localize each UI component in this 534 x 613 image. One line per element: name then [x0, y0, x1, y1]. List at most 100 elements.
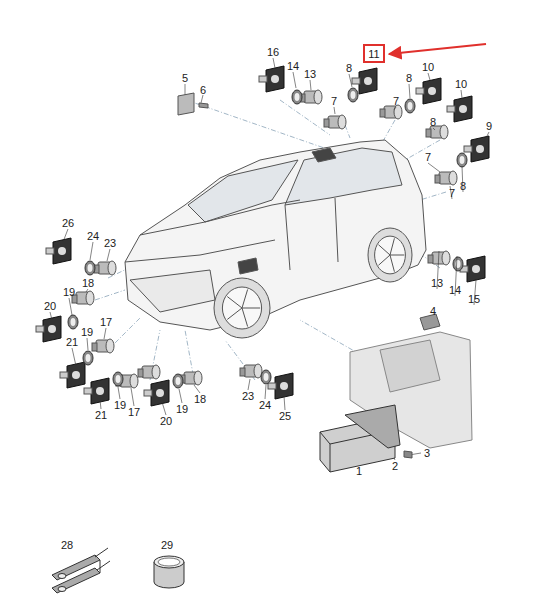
callout-leader	[162, 402, 166, 415]
callout-leader	[72, 348, 76, 366]
callout-number: 1	[356, 466, 362, 477]
callout-leader	[131, 388, 134, 406]
callout-number: 2	[392, 461, 398, 472]
sensor-bracket	[460, 256, 485, 282]
callout-number: 8	[346, 63, 352, 74]
callout-leader	[265, 385, 266, 399]
callout-number: 13	[304, 69, 316, 80]
callout-leader	[86, 289, 88, 292]
callout-number: 18	[82, 278, 94, 289]
parking-sensor	[92, 339, 114, 353]
callout-number: 13	[431, 278, 443, 289]
callout-number: 23	[242, 391, 254, 402]
parking-sensor	[72, 291, 94, 305]
leader-line	[420, 192, 446, 200]
callout-number: 20	[44, 301, 56, 312]
callout-leader	[50, 312, 52, 320]
parking-sensor	[324, 115, 346, 129]
callout-leader	[293, 72, 296, 88]
callout-number: 17	[128, 407, 140, 418]
leader-line	[95, 290, 125, 300]
callout-number: 19	[63, 287, 75, 298]
callout-number: 4	[430, 306, 436, 317]
decoupling-ring	[405, 99, 415, 113]
callout-number: 16	[267, 47, 279, 58]
sensor-bracket	[144, 380, 169, 406]
decoupling-ring	[85, 261, 95, 275]
callout-number: 14	[449, 285, 461, 296]
control-unit-bracket	[345, 405, 400, 448]
decoupling-ring	[457, 153, 467, 167]
callout-leader	[100, 400, 101, 409]
callout-number: 23	[104, 238, 116, 249]
callout-number: 7	[393, 96, 399, 107]
callout-number: 10	[422, 62, 434, 73]
parking-sensor	[380, 105, 402, 119]
decoupling-ring	[261, 370, 271, 384]
parking-sensor	[426, 125, 448, 139]
callout-number: 24	[259, 400, 271, 411]
highlight-box: 11	[363, 44, 385, 63]
callout-leader	[484, 132, 489, 142]
highlight-arrow	[389, 44, 486, 54]
parking-sensor	[435, 171, 457, 185]
decoupling-ring	[113, 372, 123, 386]
callout-number: 21	[95, 410, 107, 421]
callout-number: 10	[455, 79, 467, 90]
callout-leader	[409, 84, 410, 98]
callout-number: 21	[66, 337, 78, 348]
sensor-bracket	[60, 362, 85, 388]
leader-line	[280, 100, 330, 135]
callout-leader	[69, 298, 72, 315]
callout-leader	[284, 396, 285, 410]
callout-number: 14	[287, 61, 299, 72]
screw	[404, 451, 412, 458]
decoupling-ring	[292, 90, 302, 104]
callout-number: 6	[200, 85, 206, 96]
callout-number: 7	[449, 188, 455, 199]
parking-sensor	[94, 261, 116, 275]
callout-number: 25	[279, 411, 291, 422]
leader-line	[405, 140, 440, 160]
callout-leader	[90, 242, 93, 260]
callout-number: 11	[368, 48, 379, 60]
callout-leader	[273, 58, 275, 68]
decoupling-ring	[348, 88, 358, 102]
callout-number: 8	[460, 181, 466, 192]
callout-number: 7	[425, 152, 431, 163]
leader-line	[345, 125, 350, 138]
callout-number: 24	[87, 231, 99, 242]
callout-number: 5	[182, 73, 188, 84]
sensor-bracket	[268, 373, 293, 399]
callout-number: 8	[406, 73, 412, 84]
callout-leader	[428, 73, 430, 80]
callout-leader	[104, 328, 106, 339]
parking-sensor	[138, 365, 160, 379]
callout-leader	[334, 107, 335, 114]
callout-number: 29	[161, 540, 173, 551]
decoupling-ring	[453, 257, 463, 271]
callout-number: 17	[100, 317, 112, 328]
callout-leader	[63, 229, 68, 242]
callout-number: 3	[424, 448, 430, 459]
decoupling-ring	[173, 374, 183, 388]
car-body	[125, 140, 426, 338]
parking-sensor	[240, 364, 262, 378]
sensor-bracket	[416, 78, 441, 104]
callout-leader	[428, 163, 440, 172]
callout-leader	[394, 107, 396, 110]
release-tool	[52, 548, 110, 593]
callout-leader	[461, 90, 462, 98]
callout-leader	[248, 379, 250, 390]
decoupling-ring	[68, 315, 78, 329]
callout-number: 19	[176, 404, 188, 415]
sensor-bracket	[259, 66, 284, 92]
callout-number: 15	[468, 294, 480, 305]
callout-number: 18	[194, 394, 206, 405]
paint-ring	[154, 556, 184, 588]
leader-line	[186, 100, 330, 150]
sensor-bracket	[84, 378, 109, 404]
callout-number: 26	[62, 218, 74, 229]
